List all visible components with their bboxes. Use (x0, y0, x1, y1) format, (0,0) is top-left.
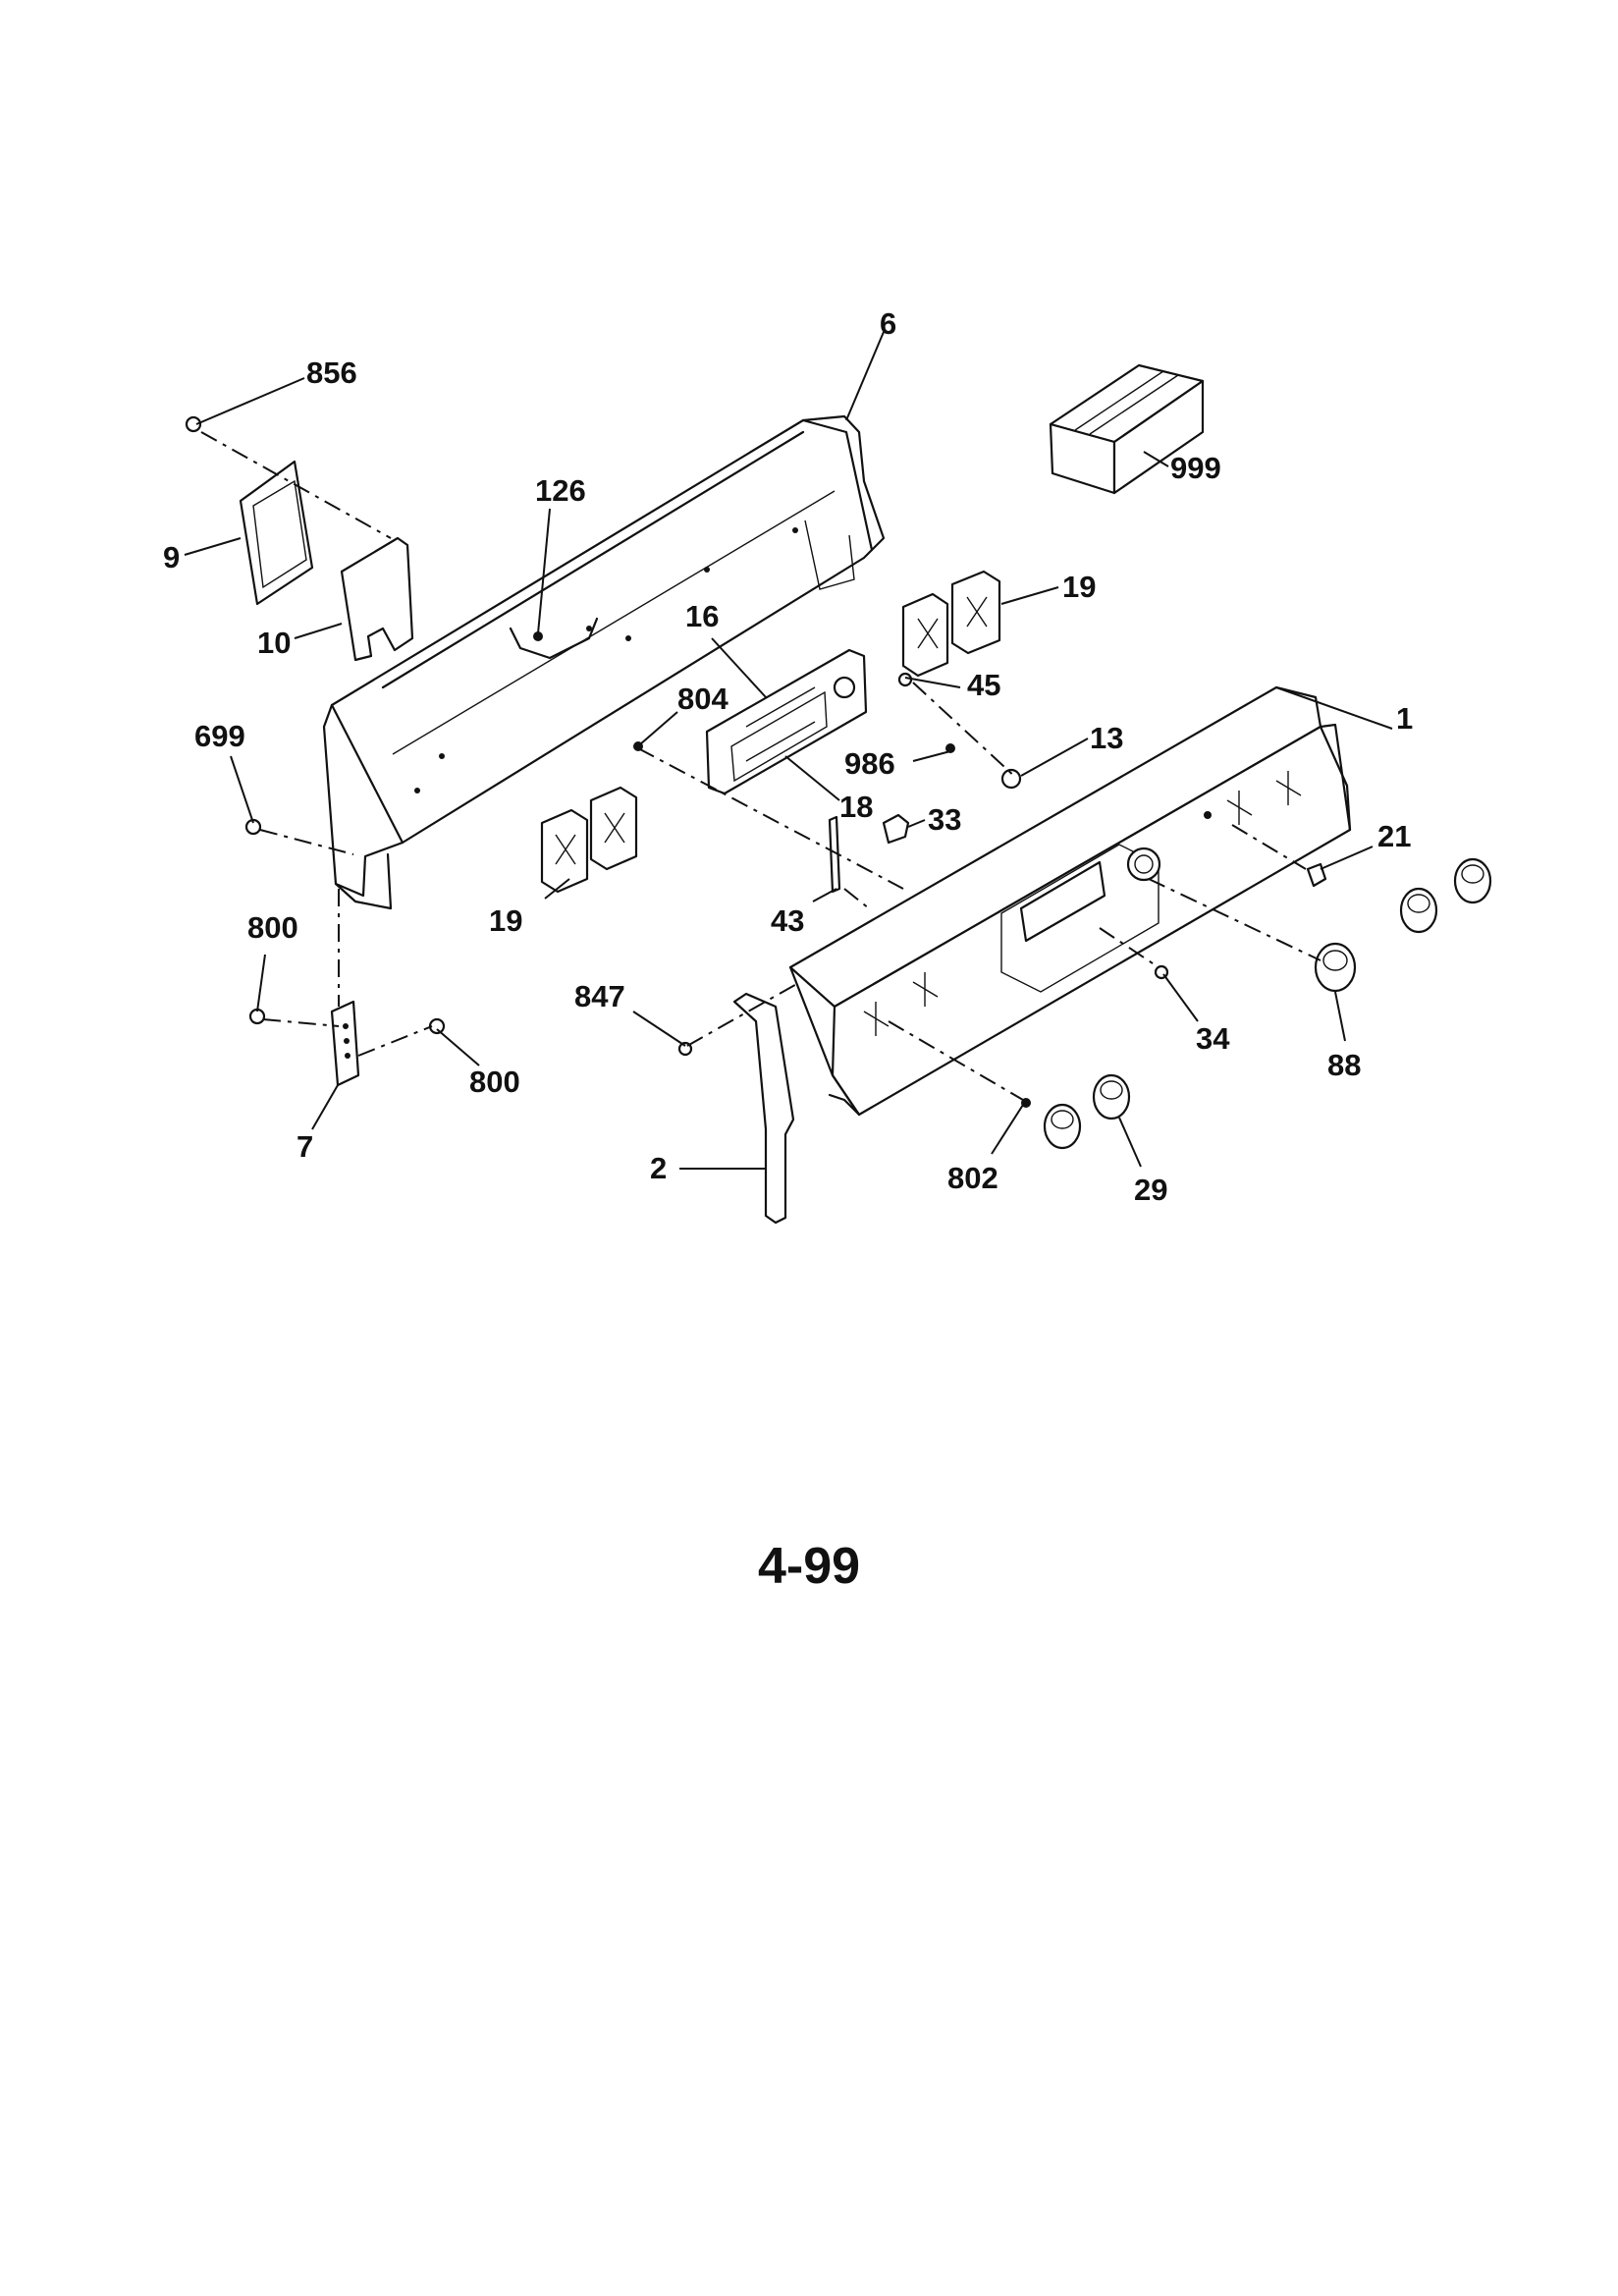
label-7: 7 (297, 1129, 313, 1164)
leader-lines (184, 331, 1393, 1170)
label-16: 16 (685, 599, 719, 633)
label-19-lower: 19 (489, 903, 522, 938)
label-88: 88 (1327, 1048, 1361, 1082)
assembly-lines (200, 431, 1321, 1101)
label-21: 21 (1377, 819, 1411, 853)
label-804: 804 (677, 682, 728, 716)
part-labels: 856 6 999 126 9 10 19 16 45 804 699 13 9… (163, 306, 1413, 1207)
label-986: 986 (844, 746, 895, 781)
label-33: 33 (928, 802, 961, 837)
knobs-29-group (1043, 1073, 1131, 1150)
front-control-panel (788, 685, 1352, 1117)
switch-pair-lower (540, 786, 638, 894)
label-126: 126 (535, 473, 586, 508)
label-13: 13 (1090, 721, 1123, 755)
label-19-upper: 19 (1062, 570, 1096, 604)
knob-88 (1314, 942, 1357, 993)
label-34: 34 (1196, 1021, 1230, 1056)
knobs-21-group (1399, 857, 1492, 934)
label-10: 10 (257, 626, 291, 660)
carton-box (1049, 363, 1205, 495)
label-856: 856 (306, 355, 357, 390)
label-800-upper: 800 (247, 910, 298, 945)
bracket-7 (330, 1000, 360, 1087)
label-1: 1 (1396, 701, 1413, 736)
control-board (705, 648, 868, 795)
label-800-lower: 800 (469, 1065, 520, 1099)
label-18: 18 (839, 790, 873, 824)
label-2: 2 (650, 1151, 667, 1185)
bracket-9 (239, 460, 314, 606)
label-43: 43 (771, 903, 804, 938)
page-number: 4-99 (757, 1538, 861, 1595)
label-847: 847 (574, 979, 625, 1013)
label-699: 699 (194, 719, 245, 753)
label-29: 29 (1134, 1173, 1167, 1207)
bracket-10 (340, 536, 414, 662)
label-45: 45 (967, 668, 1000, 702)
label-802: 802 (947, 1161, 998, 1195)
switch-pair-upper (901, 570, 1001, 678)
rear-backguard-panel (322, 414, 886, 910)
label-6: 6 (880, 306, 896, 341)
side-trim-2 (732, 992, 795, 1225)
label-999: 999 (1170, 451, 1221, 485)
small-fasteners (185, 415, 1327, 1108)
label-9: 9 (163, 540, 180, 574)
